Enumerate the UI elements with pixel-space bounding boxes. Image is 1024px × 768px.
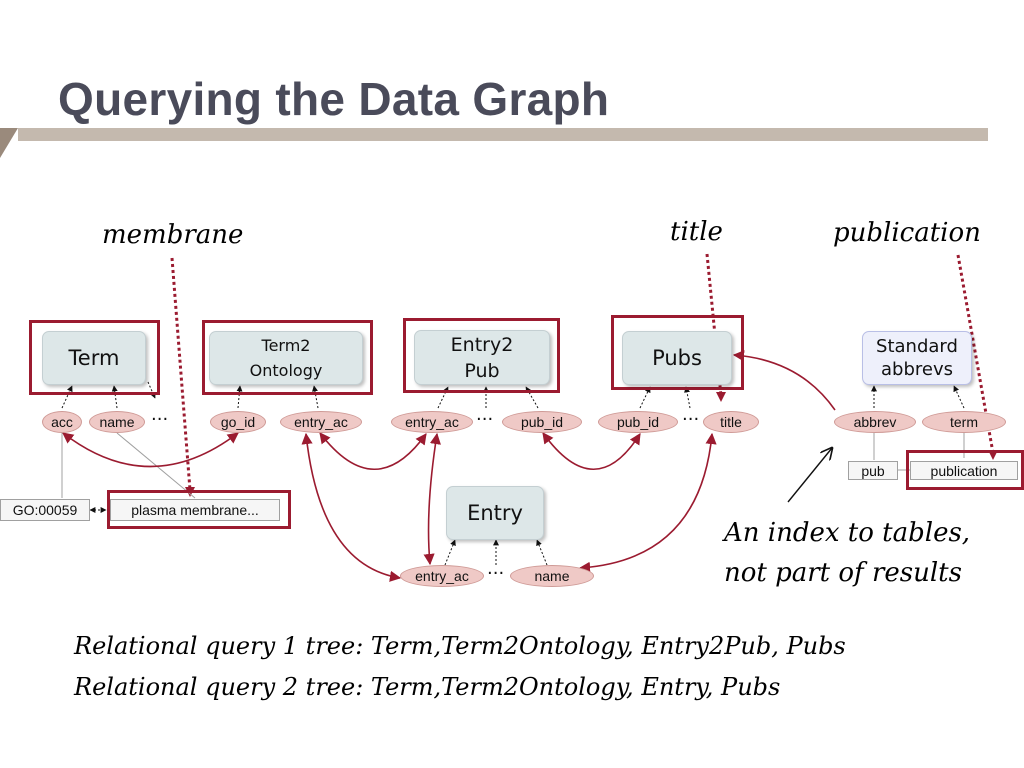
attr-term-acc[interactable]: acc [42,411,82,433]
value-plasma-membrane: plasma membrane... [110,499,280,521]
value-term-publication: publication [910,461,1018,480]
table-term-label: Term [68,346,120,370]
keyword-pointers [170,253,995,491]
attr-e2p-ellipsis: ··· [476,409,494,430]
attr-t2o-entry_ac[interactable]: entry_ac [280,411,362,433]
frame-term2ontology [202,320,373,395]
slide-title: Querying the Data Graph [58,73,610,125]
attr-std-term[interactable]: term [922,411,1006,433]
table-entry[interactable]: Entry [446,486,544,540]
edge-title-name [578,432,717,573]
table-standard-abbrevs-line2: abbrevs [881,359,953,380]
title-pointer-head [716,392,726,402]
attr-std-abbrev[interactable]: abbrev [834,411,916,433]
query-2-caption: Relational query 2 tree: Term,Term2Ontol… [74,673,781,701]
edge-acc-go_id [62,432,239,468]
attr-pubs-ellipsis: ··· [682,409,700,430]
edge-pub_id-pub_id [542,432,641,470]
table-pubs[interactable]: Pubs [622,331,732,385]
attr-term-ellipsis: ··· [151,409,169,430]
value-go-acc: GO:00059 [0,499,90,521]
table-term2ontology-line1: Term2 [261,336,311,355]
keyword-title: title [670,217,723,247]
query-1-caption: Relational query 1 tree: Term,Term2Ontol… [74,632,846,660]
annotation-line2: not part of results [724,558,962,588]
frame-term [29,320,160,395]
annotation-line1: An index to tables, [724,518,971,548]
table-term[interactable]: Term [42,331,146,385]
attr-e2p-entry_ac[interactable]: entry_ac [391,411,473,433]
attr-t2o-go_id[interactable]: go_id [210,411,266,433]
frame-pubs [611,315,744,390]
attr-entry-ellipsis: ··· [487,563,505,584]
edge-entry_ac-entry_ac [319,432,427,470]
keyword-publication: publication [833,218,981,248]
table-term2ontology[interactable]: Term2 Ontology [209,331,363,385]
attr-term-name[interactable]: name [89,411,145,433]
edge-t2o-entry [301,432,402,582]
edge-abbrev-pubs [732,350,836,411]
table-entry2pub[interactable]: Entry2 Pub [414,330,550,385]
frame-entry2pub [403,318,560,393]
table-standard-abbrevs[interactable]: Standard abbrevs [862,331,972,385]
annotation-arrow [787,448,832,503]
join-edges [62,350,836,582]
value-abbrev-pub: pub [848,461,898,480]
attr-entry-entry_ac[interactable]: entry_ac [400,565,484,587]
attr-pubs-pub_id[interactable]: pub_id [598,411,678,433]
table-entry2pub-line2: Pub [464,359,500,382]
attr-pubs-title[interactable]: title [703,411,759,433]
frame-plasma-membrane [107,490,291,529]
attr-entry-name[interactable]: name [510,565,594,587]
keyword-membrane: membrane [102,220,243,250]
header-bar [0,128,988,158]
frame-publication [906,450,1024,490]
table-entry-label: Entry [467,501,523,525]
table-standard-abbrevs-line1: Standard [876,336,958,357]
membrane-pointer [170,257,192,491]
table-pubs-label: Pubs [652,346,702,370]
table-term2ontology-line2: Ontology [249,361,323,380]
table-entry2pub-line1: Entry2 [450,333,514,356]
edge-e2p-entry [423,432,441,566]
attr-e2p-pub_id[interactable]: pub_id [502,411,582,433]
